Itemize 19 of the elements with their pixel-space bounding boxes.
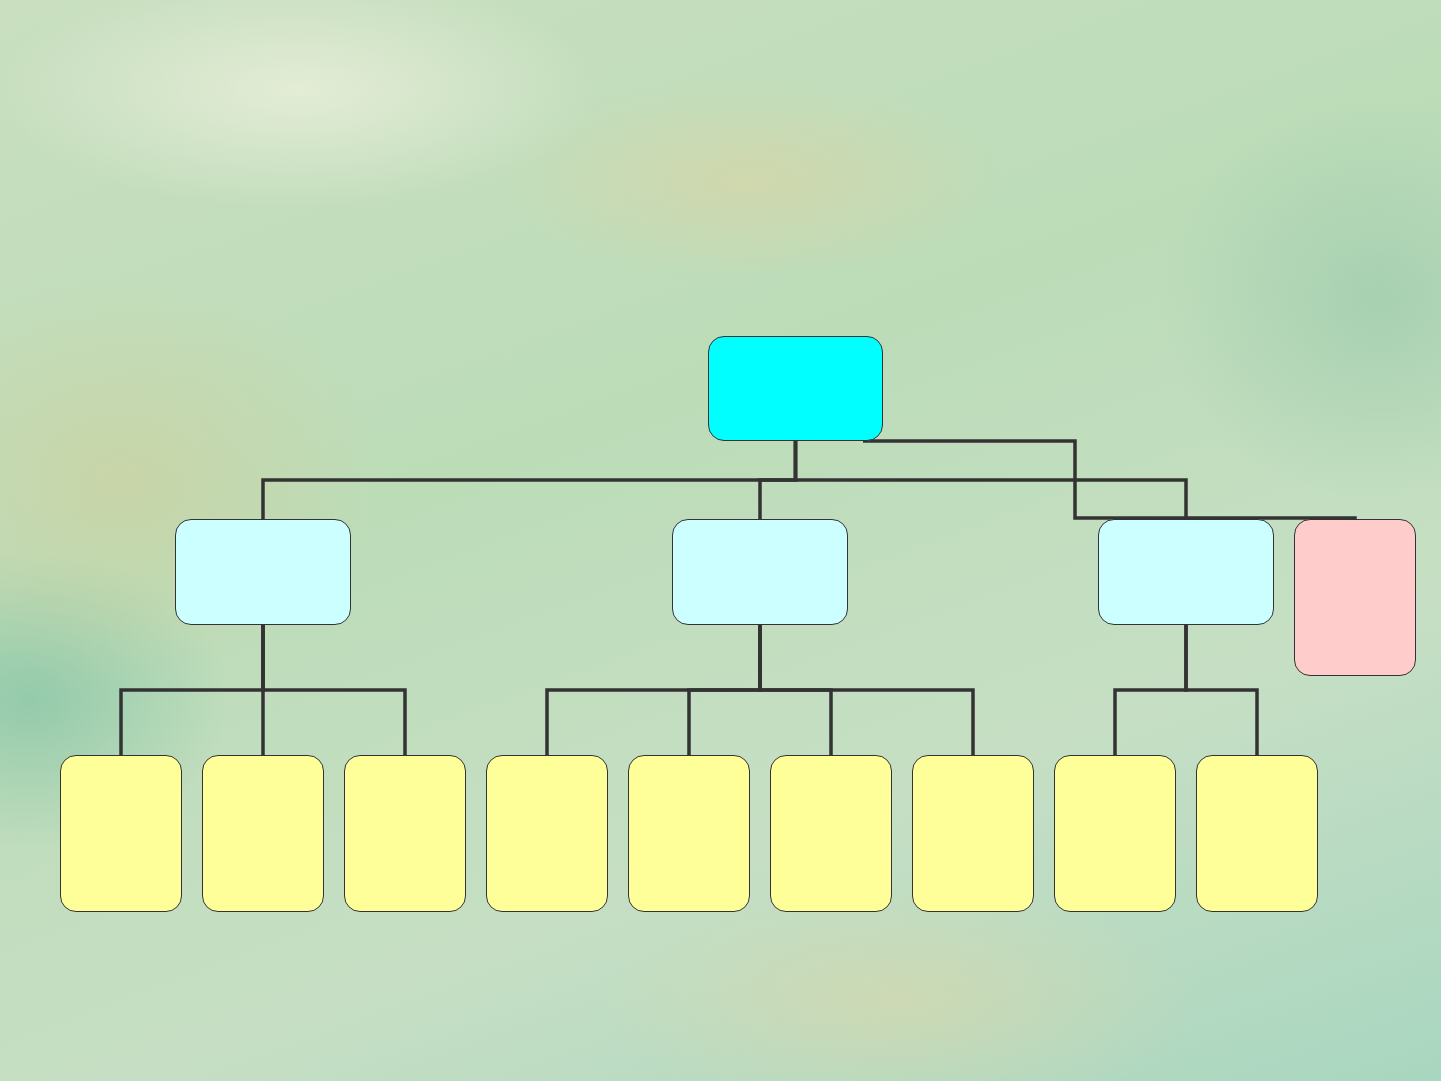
org-chart-box bbox=[60, 755, 182, 912]
org-chart-box bbox=[708, 336, 883, 441]
org-chart-box bbox=[770, 755, 892, 912]
connector-line bbox=[863, 439, 1357, 521]
org-chart-box bbox=[1294, 519, 1416, 676]
org-chart-box bbox=[912, 755, 1034, 912]
org-chart-box bbox=[672, 519, 848, 625]
org-chart-box bbox=[1196, 755, 1318, 912]
connector-line bbox=[758, 625, 975, 755]
org-chart-box bbox=[175, 519, 351, 625]
org-chart-box bbox=[1098, 519, 1274, 625]
org-chart-box bbox=[1054, 755, 1176, 912]
connector-line bbox=[793, 441, 1188, 519]
connector-line bbox=[1184, 625, 1259, 755]
org-chart-box bbox=[344, 755, 466, 912]
org-chart-box bbox=[628, 755, 750, 912]
connector-line bbox=[261, 625, 407, 755]
org-chart-box bbox=[486, 755, 608, 912]
org-chart-box bbox=[202, 755, 324, 912]
